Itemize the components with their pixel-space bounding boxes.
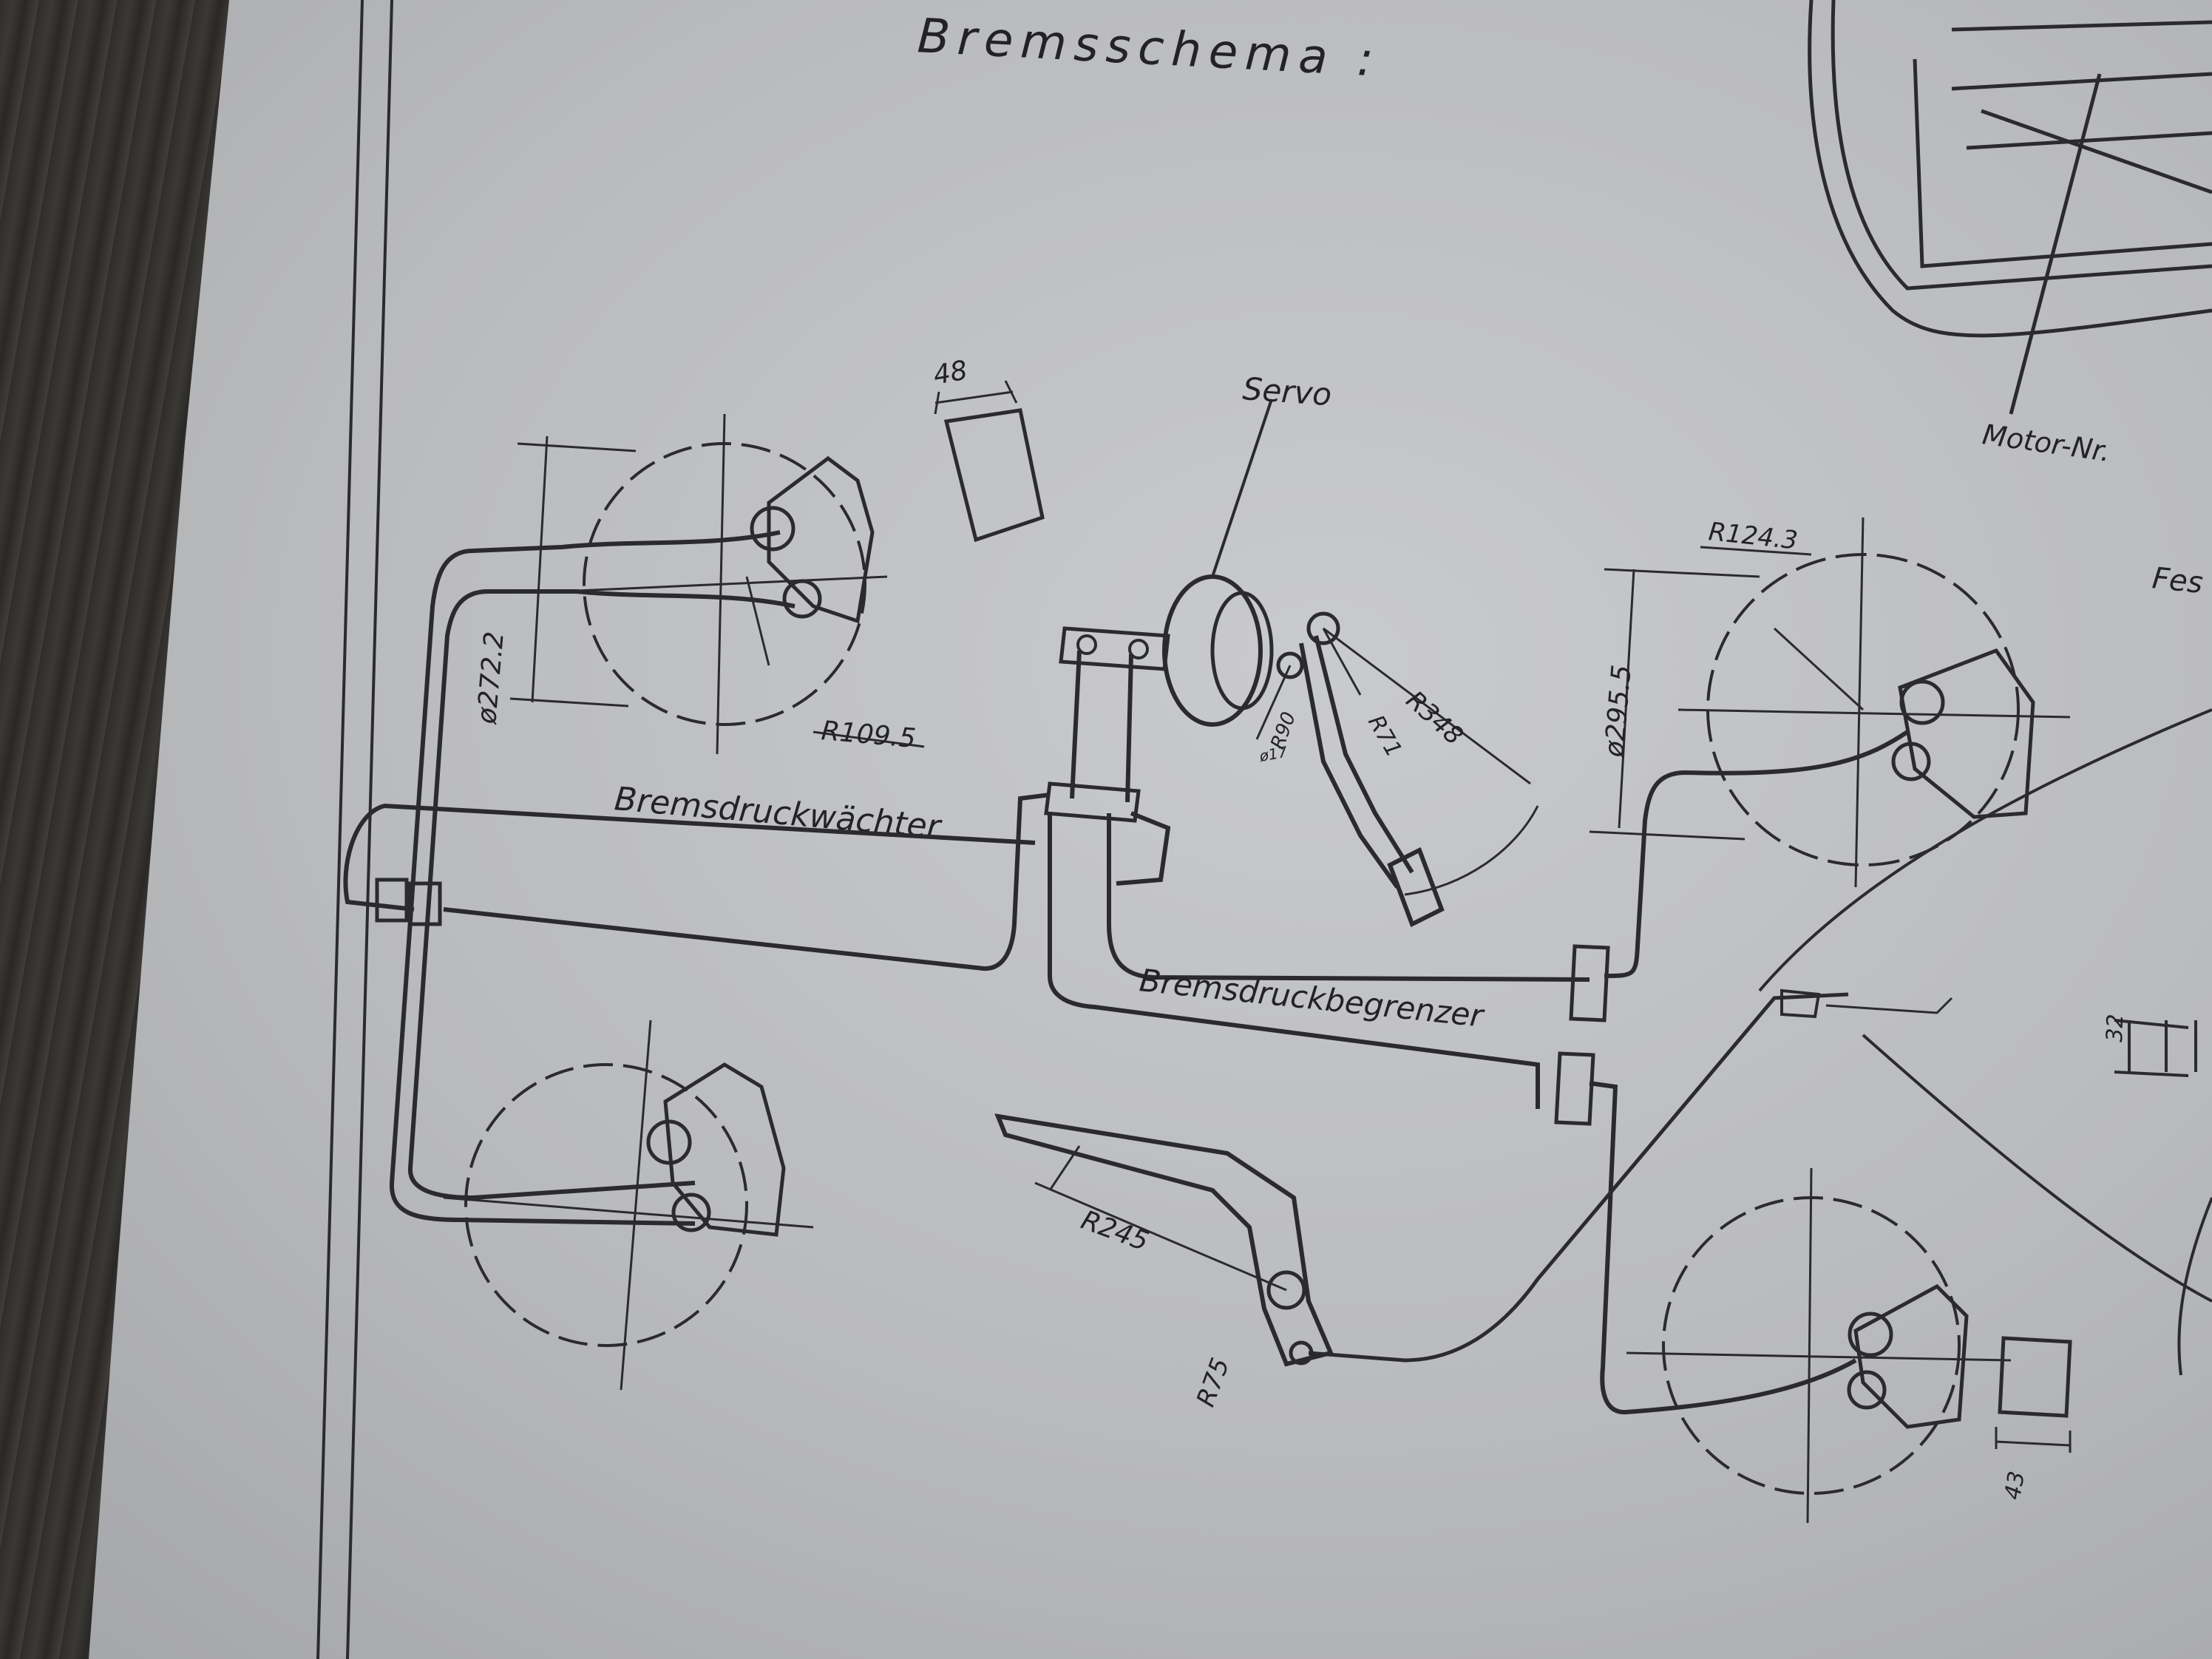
- pad-width-48-dimension: 48: [931, 356, 969, 391]
- handbrake-radius-245: R245: [1077, 1205, 1153, 1258]
- front-radius-dimension: R109.5: [820, 716, 917, 754]
- motor-number-label: Motor-Nr.: [1981, 418, 2113, 468]
- bremsdruckbegrenzer-label: Bremsdruckbegrenzer: [1138, 962, 1487, 1034]
- brake-lines: [343, 530, 1590, 1226]
- brake-servo: [1162, 398, 1274, 727]
- rear-top-dimension-lines: [1589, 546, 1865, 841]
- right-edge-detail: [2114, 1019, 2212, 1376]
- front-diameter-dimension: ø272.2: [472, 631, 510, 726]
- handbrake-lever: [994, 708, 2212, 1367]
- master-cylinder: [1059, 626, 1170, 671]
- drawing-frame: [316, 0, 393, 1659]
- servo-label: Servo: [1241, 370, 1332, 413]
- dimension-32: 32: [2102, 1014, 2128, 1042]
- handbrake-radius-75: R75: [1191, 1354, 1235, 1411]
- vehicle-outline-detail: [1808, 0, 2212, 415]
- line-connectors-left: [375, 878, 442, 926]
- brake-pad-detail-top: [934, 380, 1045, 543]
- front-left-dimension-lines: [509, 435, 925, 748]
- diagram-title: Bremsschema :: [916, 9, 1382, 88]
- rear-left-wheel-bottom: [443, 1020, 814, 1391]
- pedal-radius-348: R348: [1400, 685, 1469, 751]
- brake-pedal: [1255, 611, 1539, 928]
- rear-right-wheel-top: [1604, 517, 2071, 978]
- front-left-wheel: [561, 413, 888, 755]
- brake-pressure-monitor: [1044, 781, 1141, 823]
- brake-pressure-limiters: [1554, 944, 1610, 1126]
- pedal-radius-71: R71: [1363, 711, 1407, 762]
- fes-label: Fes: [2151, 561, 2205, 600]
- rear-radius-dimension: R124.3: [1707, 517, 1799, 555]
- pad-width-43-dimension: 43: [2000, 1469, 2030, 1502]
- pedal-diameter-17: ø17: [1258, 743, 1289, 765]
- rear-right-wheel-bottom: [1589, 1081, 2012, 1524]
- rear-diameter-dimension: ø295.5: [1599, 664, 1638, 759]
- brake-pad-detail-bottom: [1995, 1336, 2072, 1453]
